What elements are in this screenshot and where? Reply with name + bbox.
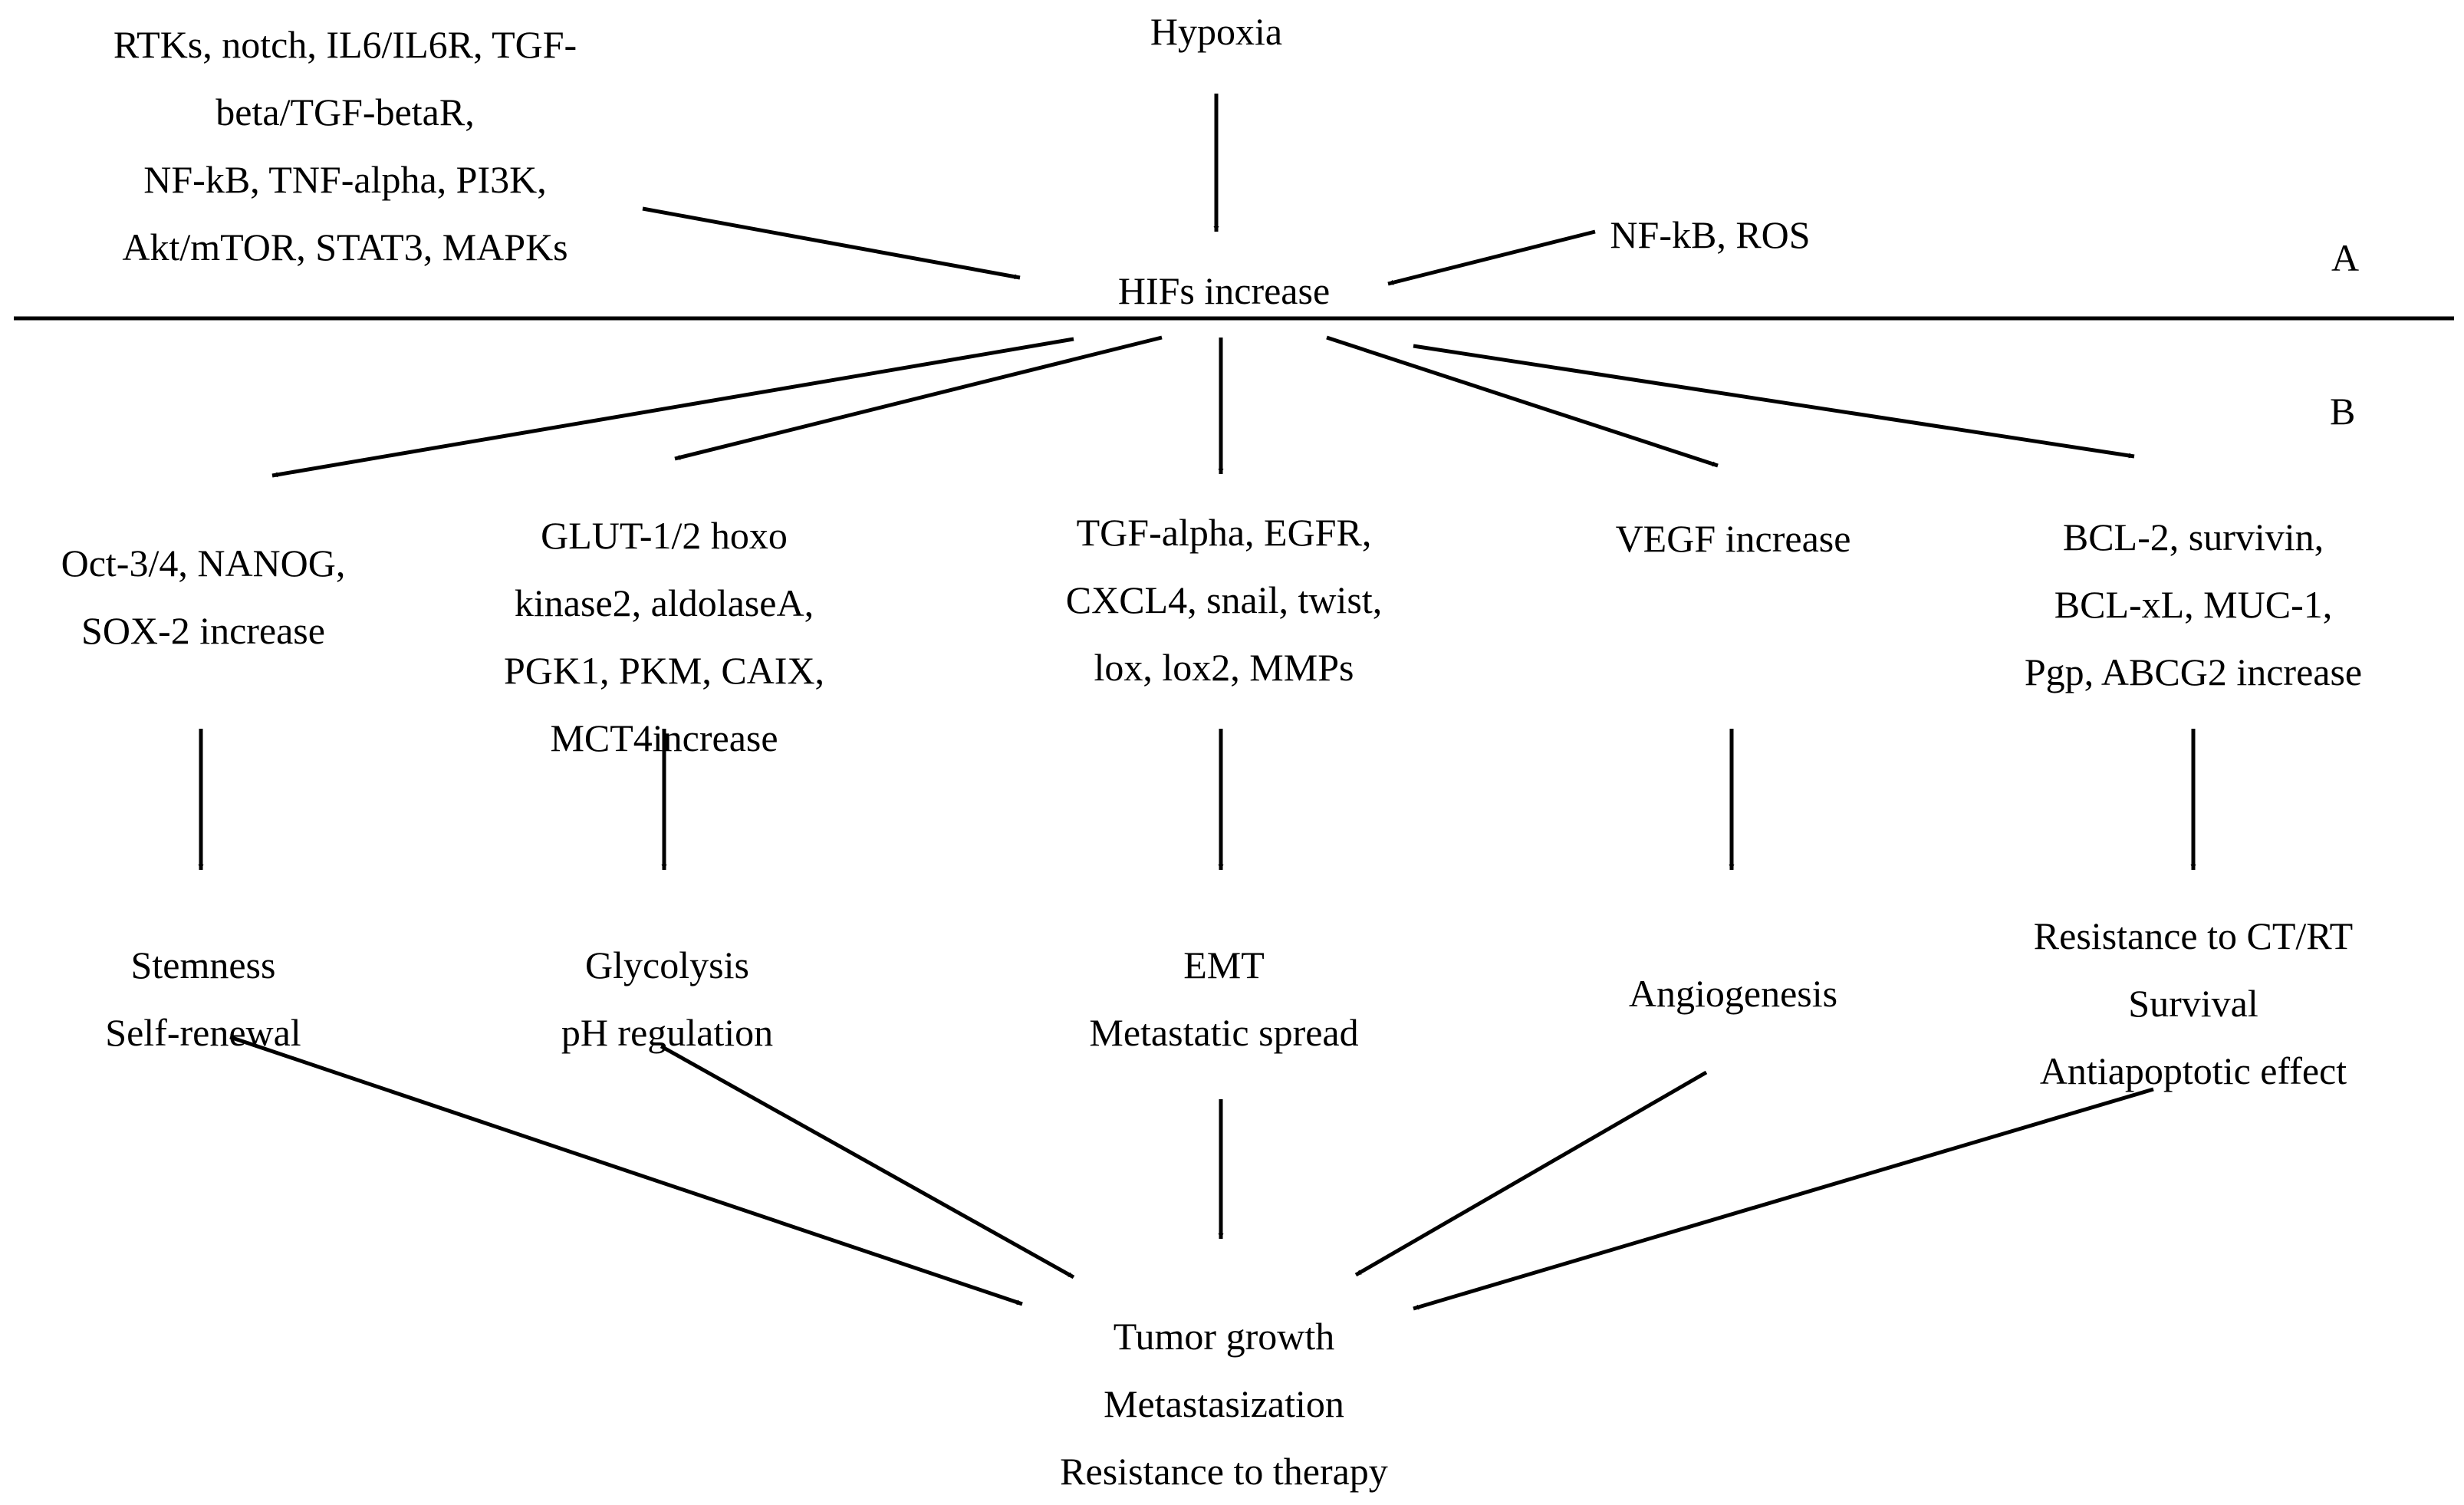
upstream-signals-node: RTKs, notch, IL6/IL6R, TGF- beta/TGF-bet… — [23, 11, 667, 281]
section-label-b: B — [2330, 390, 2356, 433]
glycolysis-genes-line: MCT4increase — [550, 716, 778, 759]
arrow-hifs-to-glyc-genes — [674, 335, 1163, 461]
arrow-angio-to-outcome — [1354, 1070, 1708, 1277]
outcome-line: Resistance to therapy — [1060, 1450, 1388, 1493]
arrow-glycolysis-to-outcome — [660, 1044, 1075, 1279]
antiapoptotic-genes-line: BCL-xL, MUC-1, — [2054, 583, 2333, 626]
arrow-stemness-to-outcome — [229, 1035, 1023, 1306]
vegf-node: VEGF increase — [1534, 505, 1933, 572]
glycolysis-line: Glycolysis — [585, 944, 749, 986]
upstream-signals-line: RTKs, notch, IL6/IL6R, TGF- — [113, 23, 577, 66]
glycolysis-genes-node: GLUT-1/2 hoxo kinase2, aldolaseA, PGK1, … — [426, 502, 902, 772]
nfkb-ros-node: NF-kB, ROS — [1557, 201, 1864, 268]
arrow-resistance-to-outcome — [1413, 1087, 2154, 1311]
outcome-line: Tumor growth — [1113, 1315, 1335, 1358]
arrow-hifs-to-stem-genes — [271, 337, 1074, 478]
emt-genes-node: TGF-alpha, EGFR, CXCL4, snail, twist, lo… — [979, 499, 1469, 701]
hypoxia-label: Hypoxia — [1150, 10, 1283, 53]
emt-line: Metastatic spread — [1089, 1011, 1359, 1054]
glycolysis-line: pH regulation — [561, 1011, 774, 1054]
arrow-hifs-to-bcl-genes — [1413, 344, 2135, 459]
stemness-node: Stemness Self-renewal — [23, 931, 383, 1066]
glycolysis-genes-line: GLUT-1/2 hoxo — [541, 514, 788, 557]
outcome-line: Metastasization — [1104, 1382, 1344, 1425]
stemness-genes-node: Oct-3/4, NANOG, SOX-2 increase — [0, 529, 406, 664]
antiapoptotic-genes-node: BCL-2, survivin, BCL-xL, MUC-1, Pgp, ABC… — [1948, 503, 2439, 706]
emt-line: EMT — [1183, 944, 1265, 986]
stemness-line: Stemness — [130, 944, 276, 986]
arrow-nfkb-ros-to-hifs — [1387, 229, 1596, 286]
antiapoptotic-genes-line: BCL-2, survivin, — [2062, 515, 2324, 558]
emt-genes-line: lox, lox2, MMPs — [1094, 646, 1354, 689]
upstream-signals-line: beta/TGF-betaR, — [215, 91, 475, 133]
stemness-genes-line: SOX-2 increase — [81, 609, 325, 652]
section-label-a: A — [2331, 236, 2360, 279]
resistance-survival-line: Resistance to CT/RT — [2033, 914, 2354, 957]
resistance-survival-node: Resistance to CT/RT Survival Antiapoptot… — [1956, 902, 2431, 1105]
hypoxia-node: Hypoxia — [1063, 0, 1370, 65]
stemness-line: Self-renewal — [105, 1011, 301, 1054]
upstream-signals-line: NF-kB, TNF-alpha, PI3K, — [143, 158, 547, 201]
arrow-upstream-to-hifs — [642, 206, 1021, 280]
hifs-increase-label: HIFs increase — [1117, 269, 1331, 312]
angiogenesis-node: Angiogenesis — [1534, 960, 1933, 1027]
arrow-hifs-to-vegf — [1326, 335, 1719, 468]
emt-genes-line: TGF-alpha, EGFR, — [1076, 511, 1372, 554]
stemness-genes-line: Oct-3/4, NANOG, — [61, 542, 346, 585]
outcome-node: Tumor growth Metastasization Resistance … — [979, 1302, 1469, 1505]
emt-genes-line: CXCL4, snail, twist, — [1065, 578, 1383, 621]
glycolysis-genes-line: PGK1, PKM, CAIX, — [503, 649, 825, 692]
resistance-survival-line: Survival — [2128, 982, 2258, 1025]
nfkb-ros-label: NF-kB, ROS — [1610, 213, 1811, 256]
emt-node: EMT Metastatic spread — [1017, 931, 1431, 1066]
glycolysis-genes-line: kinase2, aldolaseA, — [514, 581, 814, 624]
vegf-label: VEGF increase — [1615, 517, 1851, 560]
upstream-signals-line: Akt/mTOR, STAT3, MAPKs — [122, 226, 568, 268]
resistance-survival-line: Antiapoptotic effect — [2039, 1049, 2347, 1092]
glycolysis-node: Glycolysis pH regulation — [475, 931, 859, 1066]
antiapoptotic-genes-line: Pgp, ABCG2 increase — [2024, 650, 2363, 693]
hifs-increase-node: HIFs increase — [1025, 257, 1423, 324]
angiogenesis-label: Angiogenesis — [1628, 972, 1838, 1015]
